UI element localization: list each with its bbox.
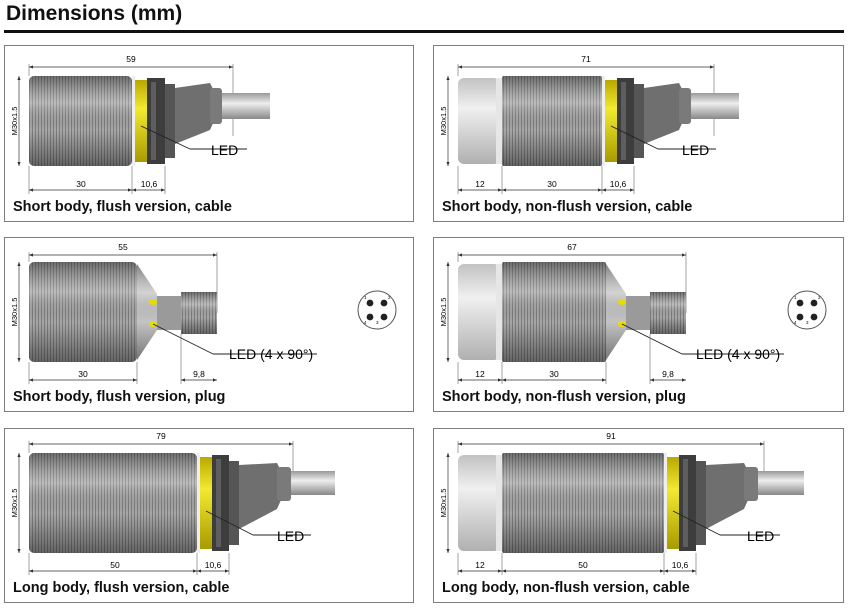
pin-2: 2 xyxy=(388,295,391,300)
dim-overall: 55 xyxy=(118,242,128,252)
dim-body: 30 xyxy=(549,369,559,379)
panel-short-nonflush-plug: 67 M30x1.5 LED (4 x 90°) 12 30 9,8 1 2 3… xyxy=(433,237,844,412)
drawing-long-flush-cable: 79 M30x1.5 LED 50 10,6 xyxy=(10,431,335,575)
led-callout: LED xyxy=(277,528,304,544)
panel-short-flush-cable: 59 M30x1.5 LED 30 10,6 Short body, flush… xyxy=(4,45,414,222)
dim-body: 50 xyxy=(110,560,120,570)
dim-head: 10,6 xyxy=(672,560,689,570)
title-rule xyxy=(4,30,844,33)
pin-4: 4 xyxy=(364,320,367,325)
dim-overall: 67 xyxy=(567,242,577,252)
panel-long-flush-cable: 79 M30x1.5 LED 50 10,6 Long body, flush … xyxy=(4,428,414,603)
drawing-short-flush-cable: 59 M30x1.5 LED 30 10,6 xyxy=(10,54,270,194)
panel-long-nonflush-cable: 91 M30x1.5 LED 12 50 10,6 Long body, non… xyxy=(433,428,844,603)
thread-label: M30x1.5 xyxy=(439,298,448,327)
dim-face: 12 xyxy=(475,179,485,189)
dim-body: 30 xyxy=(547,179,557,189)
pin-2: 2 xyxy=(818,295,821,300)
thread-label: M30x1.5 xyxy=(10,489,19,518)
dim-head: 10,6 xyxy=(205,560,222,570)
dim-head: 10,6 xyxy=(141,179,158,189)
pin-3: 3 xyxy=(806,320,809,325)
pin-4: 4 xyxy=(794,320,797,325)
thread-label: M30x1.5 xyxy=(439,107,448,136)
led-callout: LED (4 x 90°) xyxy=(696,346,780,362)
caption-short-flush-cable: Short body, flush version, cable xyxy=(13,199,232,215)
panel-short-nonflush-cable: 71 M30x1.5 LED 12 30 10,6 Short body, no… xyxy=(433,45,844,222)
thread-label: M30x1.5 xyxy=(10,298,19,327)
led-callout: LED xyxy=(682,142,709,158)
led-callout: LED xyxy=(747,528,774,544)
drawing-short-nonflush-cable: 71 M30x1.5 LED 12 30 10,6 xyxy=(439,54,739,194)
dim-overall: 91 xyxy=(606,431,616,441)
dim-face: 12 xyxy=(475,369,485,379)
caption-long-nonflush-cable: Long body, non-flush version, cable xyxy=(442,580,690,596)
thread-label: M30x1.5 xyxy=(10,107,19,136)
pin-1: 1 xyxy=(794,295,797,300)
led-callout: LED (4 x 90°) xyxy=(229,346,313,362)
drawing-short-nonflush-plug: 67 M30x1.5 LED (4 x 90°) 12 30 9,8 1 2 3… xyxy=(439,242,827,384)
dim-body: 30 xyxy=(76,179,86,189)
drawing-short-flush-plug: 55 M30x1.5 LED (4 x 90°) 30 9,8 1 2 3 4 xyxy=(10,242,397,384)
dim-face: 12 xyxy=(475,560,485,570)
connector-pinout: 1 2 3 4 xyxy=(787,290,827,330)
connector-pinout: 1 2 3 4 xyxy=(357,290,397,330)
drawing-long-nonflush-cable: 91 M30x1.5 LED 12 50 10,6 xyxy=(439,431,804,575)
thread-label: M30x1.5 xyxy=(439,489,448,518)
led-callout: LED xyxy=(211,142,238,158)
pin-1: 1 xyxy=(364,295,367,300)
dim-body: 50 xyxy=(578,560,588,570)
dim-overall: 59 xyxy=(126,54,136,64)
caption-short-flush-plug: Short body, flush version, plug xyxy=(13,389,226,405)
dim-overall: 71 xyxy=(581,54,591,64)
dim-body: 30 xyxy=(78,369,88,379)
pin-3: 3 xyxy=(376,320,379,325)
dim-head: 10,6 xyxy=(610,179,627,189)
dim-head: 9,8 xyxy=(193,369,205,379)
panel-short-flush-plug: 55 M30x1.5 LED (4 x 90°) 30 9,8 1 2 3 4 … xyxy=(4,237,414,412)
caption-short-nonflush-cable: Short body, non-flush version, cable xyxy=(442,199,693,215)
caption-short-nonflush-plug: Short body, non-flush version, plug xyxy=(442,389,686,405)
caption-long-flush-cable: Long body, flush version, cable xyxy=(13,580,230,596)
dim-overall: 79 xyxy=(156,431,166,441)
dim-head: 9,8 xyxy=(662,369,674,379)
page-title: Dimensions (mm) xyxy=(6,2,183,25)
